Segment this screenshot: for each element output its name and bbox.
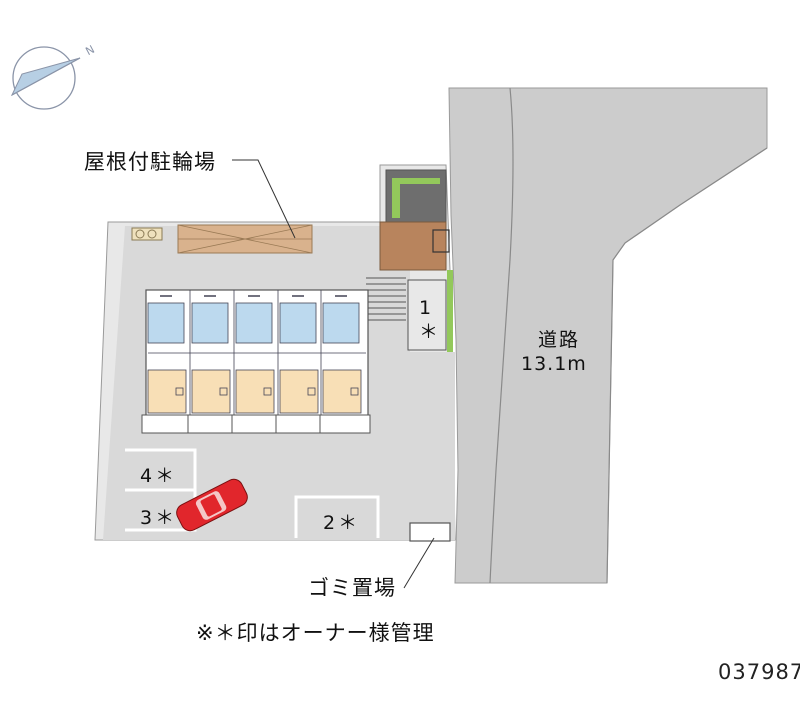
stair-steps [366,277,406,321]
parking-slot-4-label: 4＊ [140,465,178,487]
road-name-label: 道路 [538,329,581,351]
greenery [447,270,453,352]
parking-slot-outline [407,279,447,351]
property-id: 037987 [718,660,800,684]
meter-box [432,229,450,253]
parking-slot-1-label: 1 ＊ [419,297,442,343]
owner-managed-note: ※＊印はオーナー様管理 [196,621,435,645]
ac-units [131,227,163,241]
parking-slot-outline [294,495,380,538]
parking-slot-outline [125,448,197,532]
garbage-label: ゴミ置場 [308,576,396,600]
car-icon [176,478,248,532]
bicycle-parking-roof [177,224,313,254]
leader-line-garbage [403,537,435,589]
apartment-building [141,289,371,434]
garbage-box [409,522,451,542]
road-edge-line [489,87,514,584]
bicycle-parking-label: 屋根付駐輪場 [84,150,216,174]
parking-slot-2-label: 2＊ [323,512,361,534]
entrance-deck [379,221,447,271]
road-edge-line [606,147,768,584]
compass-icon [10,46,81,110]
road-width-label: 13.1m [521,353,587,375]
leader-line-bicycle [232,159,296,239]
greenery [392,178,440,218]
parking-slot-3-label: 3＊ [140,507,178,529]
